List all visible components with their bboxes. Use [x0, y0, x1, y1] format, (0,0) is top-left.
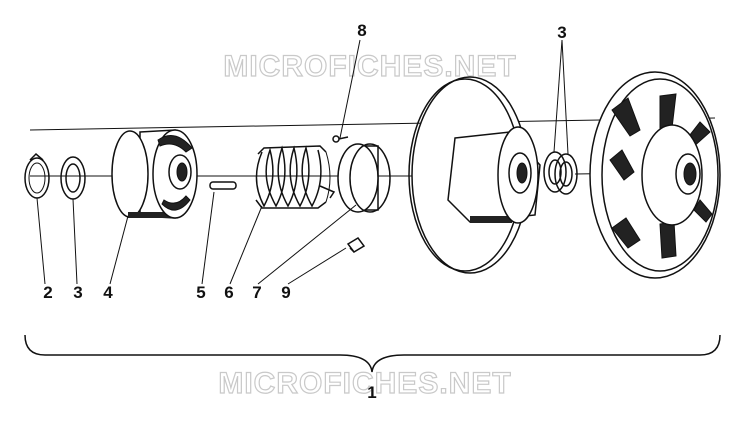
callout-9: 9 [281, 283, 290, 302]
callout-5: 5 [196, 283, 205, 302]
bushing-part-7 [332, 135, 391, 213]
callout-8: 8 [357, 21, 366, 40]
callout-1: 1 [367, 383, 376, 402]
callout-2: 2 [43, 283, 52, 302]
screw-part-9 [346, 237, 366, 253]
watermark-top: MICROFICHES.NET [223, 50, 516, 83]
callout-6: 6 [224, 283, 233, 302]
washer-part-3 [60, 156, 86, 200]
movable-sheave [408, 76, 541, 274]
callout-4: 4 [103, 283, 113, 302]
fixed-sheave [589, 71, 721, 279]
assembly-brace [24, 334, 721, 373]
spring-part-6 [255, 145, 336, 209]
cam-housing-part-4 [111, 129, 198, 219]
leader-lines [36, 39, 569, 285]
callout-3-washer: 3 [73, 283, 82, 302]
callout-3-bushings: 3 [557, 23, 566, 42]
bushing-pair-part-3 [543, 151, 578, 195]
watermark-bottom: MICROFICHES.NET [218, 367, 511, 400]
callout-7: 7 [252, 283, 261, 302]
pin-part-5 [209, 181, 237, 190]
